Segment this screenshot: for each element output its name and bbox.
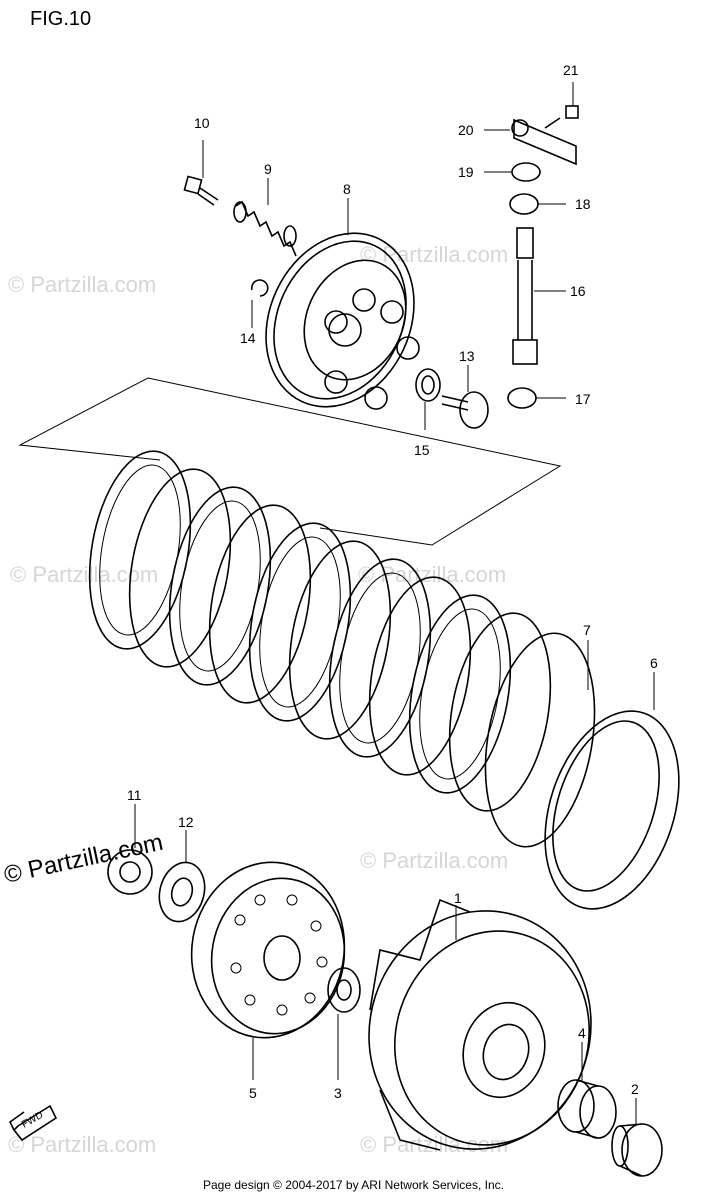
watermark: © Partzilla.com [358,562,506,587]
watermark: © Partzilla.com [8,272,156,297]
needle-bearing-part-4 [557,1042,617,1139]
friction-plate-part-6 [544,672,680,910]
callout-2[interactable]: 2 [631,1081,639,1097]
watermark: © Partzilla.com [360,242,508,267]
lock-washer-part-12 [158,830,206,923]
callout-9[interactable]: 9 [264,161,272,177]
seal-part-19 [484,162,541,182]
group-outline [18,377,562,546]
watermark: © Partzilla.com [360,848,508,873]
thrust-washer-part-3 [327,967,361,1080]
spring-part-9 [233,178,297,257]
callout-10[interactable]: 10 [194,115,210,131]
release-shaft-part-16 [512,227,566,365]
nut-part-11 [107,804,153,895]
clutch-housing-part-1 [368,898,592,1151]
watermark: © Partzilla.com [8,1132,156,1157]
push-piece-part-13 [415,365,489,430]
lever-part-20 [484,118,577,166]
callout-11[interactable]: 11 [127,787,142,803]
spacer-part-2 [611,1098,663,1177]
callout-6[interactable]: 6 [650,655,658,671]
bolt-part-10 [183,140,219,206]
sleeve-hub-part-5 [190,861,346,1080]
callout-19[interactable]: 19 [458,164,474,180]
bearing-part-17 [507,387,566,409]
clip-part-14 [250,279,269,328]
footer-copyright: Page design © 2004-2017 by ARI Network S… [202,1178,504,1192]
callout-7[interactable]: 7 [583,622,591,638]
callout-17[interactable]: 17 [575,391,591,407]
callout-20[interactable]: 20 [458,122,474,138]
pressure-plate-part-8 [265,198,420,410]
callout-5[interactable]: 5 [249,1085,257,1101]
callout-12[interactable]: 12 [178,814,194,830]
watermark: © Partzilla.com [10,562,158,587]
callout-8[interactable]: 8 [343,181,351,197]
bearing-part-18 [509,193,566,215]
callout-3[interactable]: 3 [334,1085,342,1101]
callout-4[interactable]: 4 [578,1025,586,1041]
callout-1[interactable]: 1 [454,890,462,906]
callout-13[interactable]: 13 [459,348,475,364]
callout-18[interactable]: 18 [575,196,591,212]
callout-21[interactable]: 21 [563,62,579,78]
callout-15[interactable]: 15 [414,442,430,458]
callout-14[interactable]: 14 [240,330,256,346]
watermark-main: © Partzilla.com [2,829,166,889]
figure-title: FIG.10 [30,8,92,30]
clutch-plate-stack [88,450,596,848]
bolt-part-21 [544,82,579,129]
callout-16[interactable]: 16 [570,283,586,299]
